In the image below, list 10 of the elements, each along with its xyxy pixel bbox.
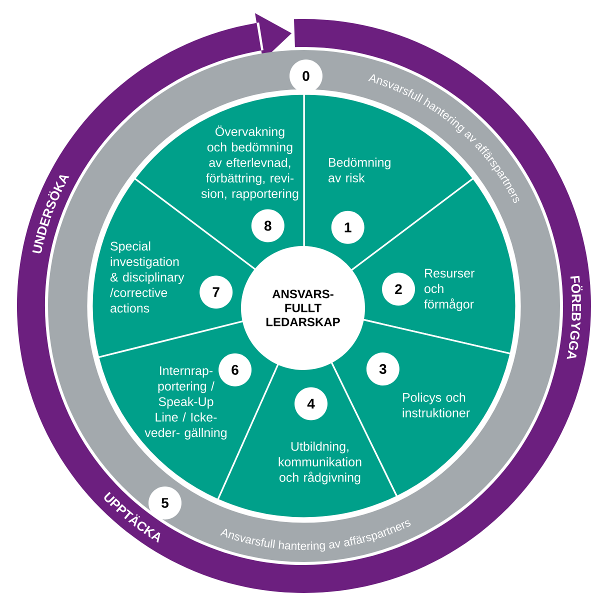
node-label: 0	[302, 71, 310, 81]
segment-label: Policys och instruktioner	[402, 392, 470, 418]
segment-label: Special investigation & disciplinary /corrective actions	[110, 241, 184, 313]
segment-label: Bedömning av risk	[328, 158, 390, 182]
segment-label: Utbildning, kommunikation och rådgivning	[278, 442, 362, 484]
segment-label: Resurser och förmågor	[424, 268, 474, 312]
ring-label: Ansvarsfull hantering av affärspartners	[220, 520, 411, 552]
ring-label: FÖREBYGGA	[566, 276, 583, 359]
segment-label: Övervakning och bedömning av efterlevnad, förbättring, revi- sion, rapportering	[201, 125, 298, 201]
ring-label: UNDERSÖKA	[32, 175, 70, 254]
